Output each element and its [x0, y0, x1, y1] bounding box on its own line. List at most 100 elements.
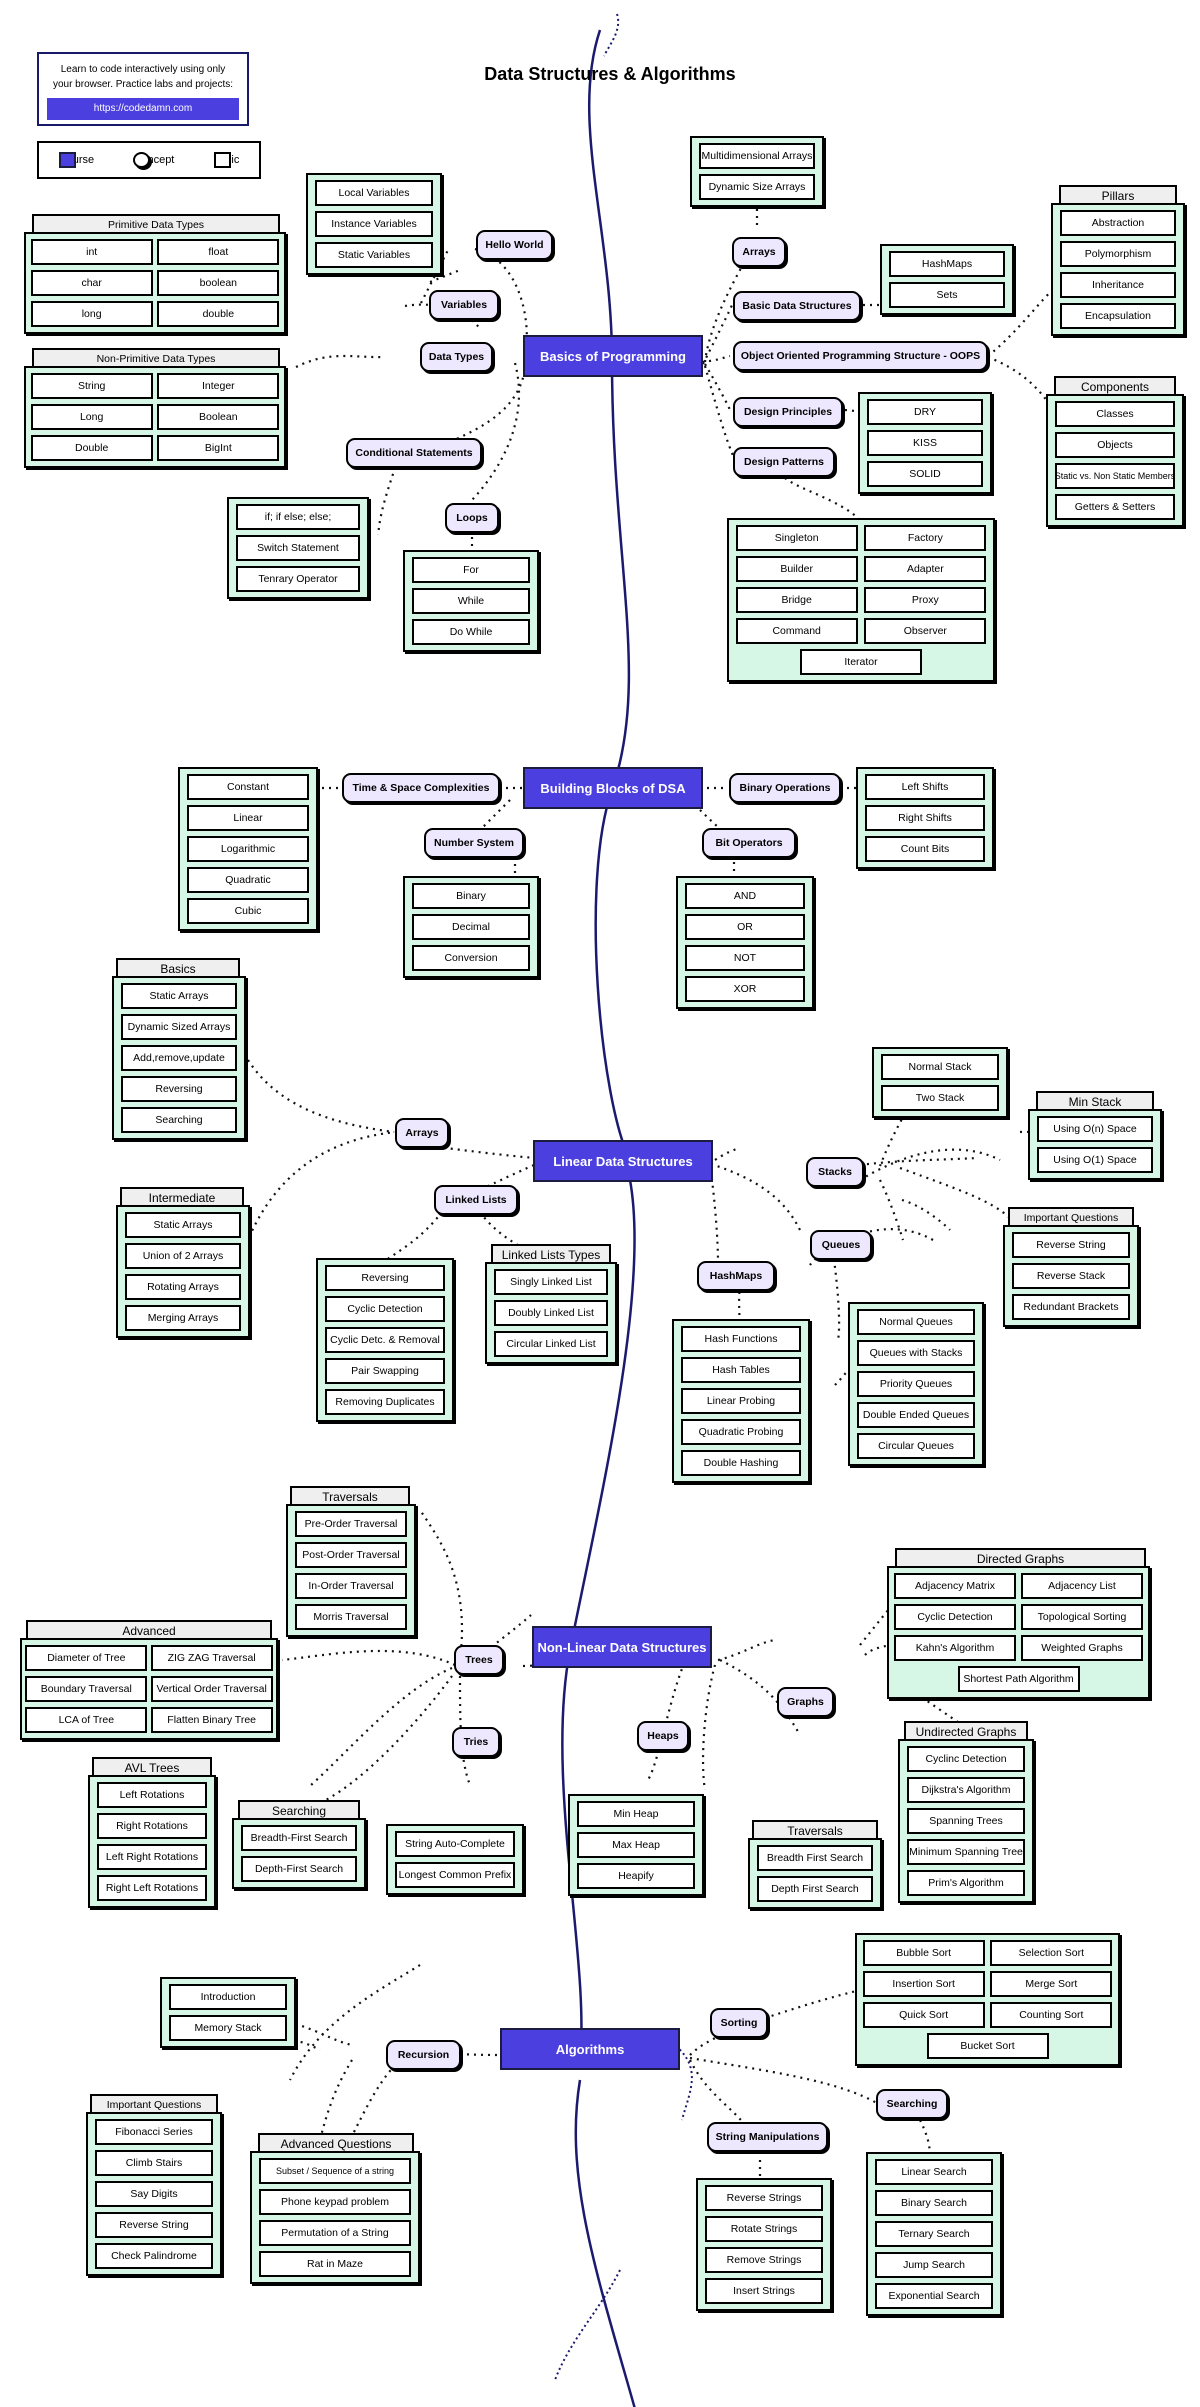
concept-bit-operators[interactable]: Bit Operators	[702, 828, 796, 858]
topic-rec-adv-0[interactable]: Subset / Sequence of a string	[259, 2158, 411, 2184]
topic-rec-q-1[interactable]: Climb Stairs	[95, 2150, 213, 2176]
topic-basic-ds-1[interactable]: Sets	[889, 282, 1005, 308]
topic-patterns-0[interactable]: Singleton	[735, 525, 858, 551]
topic-shifts-1[interactable]: Right Shifts	[865, 805, 985, 831]
topic-pillars-2[interactable]: Inheritance	[1060, 272, 1176, 298]
topic-primitive-5[interactable]: double	[157, 301, 280, 327]
topic-components-3[interactable]: Getters & Setters	[1055, 494, 1175, 520]
concept-queues[interactable]: Queues	[810, 1230, 872, 1260]
topic-directed-0[interactable]: Adjacency Matrix	[894, 1573, 1016, 1599]
topic-array-basics-1[interactable]: Dynamic Sized Arrays	[121, 1014, 237, 1040]
topic-shifts-0[interactable]: Left Shifts	[865, 774, 985, 800]
topic-avl-1[interactable]: Right Rotations	[97, 1813, 207, 1839]
topic-tree-adv-3[interactable]: Vertical Order Traversal	[150, 1676, 273, 1702]
topic-ll-ops-3[interactable]: Pair Swapping	[325, 1358, 445, 1384]
topic-stack-q-2[interactable]: Redundant Brackets	[1012, 1294, 1130, 1320]
topic-searches-0[interactable]: Linear Search	[875, 2159, 993, 2185]
topic-sorts-0[interactable]: Bubble Sort	[862, 1940, 985, 1966]
topic-conditions-2[interactable]: Tenrary Operator	[236, 566, 360, 592]
topic-heaps-0[interactable]: Min Heap	[577, 1801, 695, 1827]
topic-searches-1[interactable]: Binary Search	[875, 2190, 993, 2216]
topic-loops-0[interactable]: For	[412, 557, 530, 583]
topic-ll-types-2[interactable]: Circular Linked List	[494, 1331, 608, 1357]
topic-sorts-3[interactable]: Merge Sort	[990, 1971, 1113, 1997]
topic-sorts-1[interactable]: Selection Sort	[990, 1940, 1113, 1966]
concept-stacks[interactable]: Stacks	[806, 1157, 864, 1187]
topic-primitive-2[interactable]: char	[30, 270, 153, 296]
topic-complexities-3[interactable]: Quadratic	[187, 867, 309, 893]
topic-directed-2[interactable]: Cyclic Detection	[894, 1604, 1016, 1630]
topic-non-primitive-2[interactable]: Long	[30, 404, 153, 430]
topic-non-primitive-5[interactable]: BigInt	[157, 435, 280, 461]
topic-shifts-2[interactable]: Count Bits	[865, 836, 985, 862]
topic-recursion-intro-1[interactable]: Memory Stack	[169, 2015, 287, 2041]
topic-rec-q-4[interactable]: Check Palindrome	[95, 2243, 213, 2269]
topic-number-system-0[interactable]: Binary	[412, 883, 530, 909]
topic-rec-q-3[interactable]: Reverse String	[95, 2212, 213, 2238]
topic-queues-4[interactable]: Circular Queues	[857, 1433, 975, 1459]
topic-directed-1[interactable]: Adjacency List	[1021, 1573, 1143, 1599]
topic-directed-6[interactable]: Shortest Path Algorithm	[957, 1666, 1080, 1692]
topic-sorts-6[interactable]: Bucket Sort	[926, 2033, 1049, 2059]
topic-non-primitive-0[interactable]: String	[30, 373, 153, 399]
course-algorithms[interactable]: Algorithms	[500, 2028, 680, 2070]
topic-array-inter-1[interactable]: Union of 2 Arrays	[125, 1243, 241, 1269]
concept-basic-ds[interactable]: Basic Data Structures	[733, 291, 861, 321]
topic-primitive-1[interactable]: float	[157, 239, 280, 265]
course-building-blocks[interactable]: Building Blocks of DSA	[523, 767, 703, 809]
topic-patterns-5[interactable]: Proxy	[864, 587, 987, 613]
topic-strings-0[interactable]: Reverse Strings	[705, 2185, 823, 2211]
topic-complexities-0[interactable]: Constant	[187, 774, 309, 800]
topic-patterns-3[interactable]: Adapter	[864, 556, 987, 582]
codedamn-link[interactable]: https://codedamn.com	[47, 98, 239, 120]
topic-ll-ops-2[interactable]: Cyclic Detc. & Removal	[325, 1327, 445, 1353]
topic-number-system-1[interactable]: Decimal	[412, 914, 530, 940]
topic-bit-ops-2[interactable]: NOT	[685, 945, 805, 971]
topic-conditions-0[interactable]: if; if else; else;	[236, 504, 360, 530]
topic-strings-2[interactable]: Remove Strings	[705, 2247, 823, 2273]
topic-avl-3[interactable]: Right Left Rotations	[97, 1875, 207, 1901]
topic-bit-ops-3[interactable]: XOR	[685, 976, 805, 1002]
topic-queues-0[interactable]: Normal Queues	[857, 1309, 975, 1335]
topic-tree-search-0[interactable]: Breadth-First Search	[241, 1825, 357, 1851]
topic-directed-5[interactable]: Weighted Graphs	[1021, 1635, 1143, 1661]
topic-components-0[interactable]: Classes	[1055, 401, 1175, 427]
topic-avl-2[interactable]: Left Right Rotations	[97, 1844, 207, 1870]
topic-local-vars-2[interactable]: Static Variables	[315, 242, 433, 268]
topic-array-inter-3[interactable]: Merging Arrays	[125, 1305, 241, 1331]
topic-tree-adv-1[interactable]: ZIG ZAG Traversal	[150, 1645, 273, 1671]
topic-arrays-basic-0[interactable]: Multidimensional Arrays	[699, 143, 815, 169]
topic-rec-adv-1[interactable]: Phone keypad problem	[259, 2189, 411, 2215]
topic-pillars-0[interactable]: Abstraction	[1060, 210, 1176, 236]
topic-complexities-4[interactable]: Cubic	[187, 898, 309, 924]
topic-array-basics-2[interactable]: Add,remove,update	[121, 1045, 237, 1071]
topic-patterns-1[interactable]: Factory	[864, 525, 987, 551]
topic-loops-1[interactable]: While	[412, 588, 530, 614]
topic-ll-ops-4[interactable]: Removing Duplicates	[325, 1389, 445, 1415]
topic-ll-ops-1[interactable]: Cyclic Detection	[325, 1296, 445, 1322]
topic-principles-2[interactable]: SOLID	[867, 461, 983, 487]
topic-patterns-2[interactable]: Builder	[735, 556, 858, 582]
topic-primitive-3[interactable]: boolean	[157, 270, 280, 296]
topic-undirected-1[interactable]: Dijkstra's Algorithm	[907, 1777, 1025, 1803]
concept-searching[interactable]: Searching	[876, 2089, 948, 2119]
topic-hash-2[interactable]: Linear Probing	[681, 1388, 801, 1414]
topic-arrays-basic-1[interactable]: Dynamic Size Arrays	[699, 174, 815, 200]
topic-rec-q-2[interactable]: Say Digits	[95, 2181, 213, 2207]
topic-tree-search-1[interactable]: Depth-First Search	[241, 1856, 357, 1882]
concept-hashmaps[interactable]: HashMaps	[697, 1261, 775, 1291]
topic-local-vars-1[interactable]: Instance Variables	[315, 211, 433, 237]
course-nonlinear[interactable]: Non-Linear Data Structures	[532, 1626, 712, 1668]
topic-patterns-6[interactable]: Command	[735, 618, 858, 644]
topic-graph-trav-1[interactable]: Depth First Search	[757, 1876, 873, 1902]
topic-stack-q-0[interactable]: Reverse String	[1012, 1232, 1130, 1258]
topic-basic-ds-0[interactable]: HashMaps	[889, 251, 1005, 277]
topic-tree-adv-2[interactable]: Boundary Traversal	[25, 1676, 148, 1702]
topic-tree-adv-4[interactable]: LCA of Tree	[25, 1707, 148, 1733]
topic-complexities-1[interactable]: Linear	[187, 805, 309, 831]
concept-oops[interactable]: Object Oriented Programming Structure - …	[733, 341, 988, 371]
topic-undirected-0[interactable]: Cyclinc Detection	[907, 1746, 1025, 1772]
concept-design-principles[interactable]: Design Principles	[733, 397, 843, 427]
topic-searches-3[interactable]: Jump Search	[875, 2252, 993, 2278]
topic-strings-1[interactable]: Rotate Strings	[705, 2216, 823, 2242]
